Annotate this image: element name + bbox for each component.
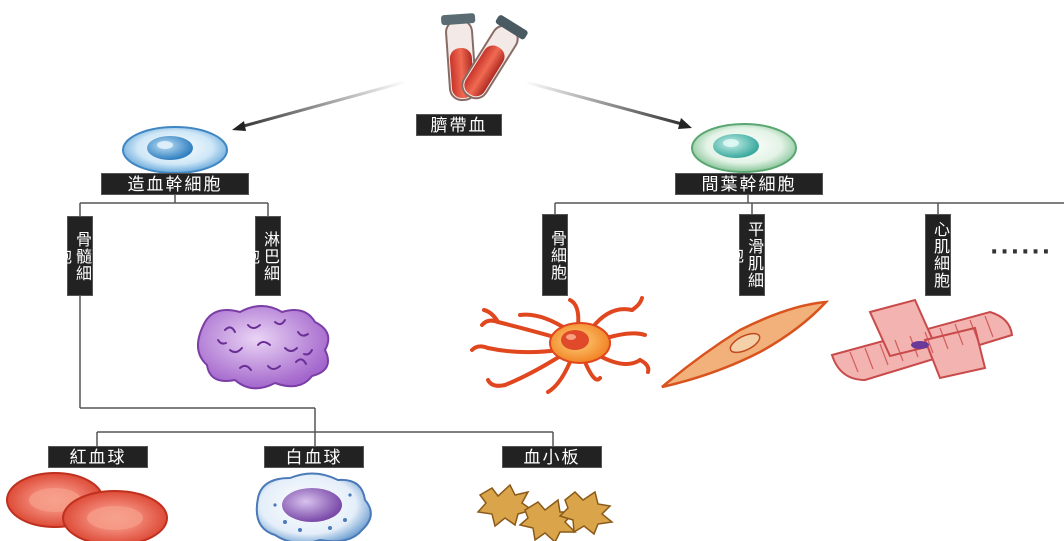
white-blood-cell-label: 白血球 <box>264 446 364 468</box>
bone-cell-icon <box>472 298 648 392</box>
platelet-label: 血小板 <box>502 446 602 468</box>
cardiac-muscle-cell-label: 心肌細胞 <box>925 214 951 296</box>
platelet-icon <box>478 485 612 541</box>
white-blood-cell-icon <box>257 473 371 541</box>
hematopoietic-stem-cell-label: 造血幹細胞 <box>101 173 249 195</box>
red-blood-cell-label: 紅血球 <box>48 446 148 468</box>
lymphocyte-label: 淋巴細胞 <box>255 216 281 296</box>
cardiac-muscle-cell-icon <box>832 300 1012 380</box>
test-tubes-icon <box>441 13 529 105</box>
mesenchymal-stem-cell-icon <box>692 124 796 172</box>
bone-marrow-cell-label: 骨髓細胞 <box>67 216 93 296</box>
bone-cell-label: 骨細胞 <box>542 214 568 296</box>
mesenchymal-stem-cell-label: 間葉幹細胞 <box>675 173 823 195</box>
more-indicator: ······ <box>990 240 1052 265</box>
smooth-muscle-cell-label: 平滑肌細胞 <box>739 214 765 296</box>
red-blood-cell-icon <box>7 473 167 541</box>
smooth-muscle-cell-icon <box>662 302 826 387</box>
hematopoietic-stem-cell-icon <box>123 127 227 173</box>
root-label: 臍帶血 <box>416 114 502 136</box>
lymphocyte-icon <box>198 306 328 388</box>
